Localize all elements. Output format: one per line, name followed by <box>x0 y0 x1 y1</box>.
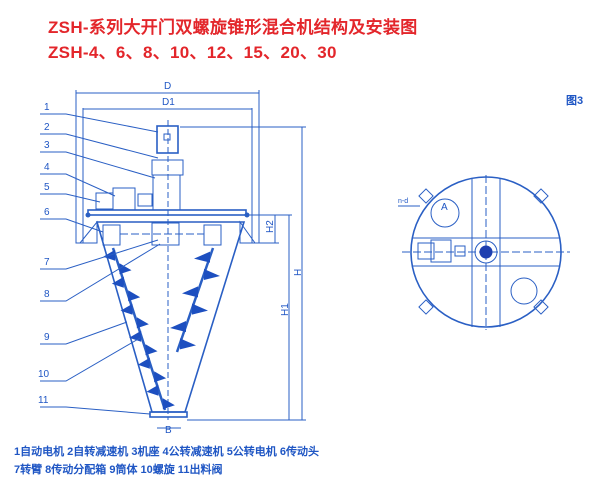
callout-3: 3 <box>44 140 50 151</box>
dim-H: H <box>293 269 304 276</box>
side-view: D D1 B H <box>38 81 306 436</box>
screw-blade <box>204 269 220 280</box>
screw-blade <box>192 303 208 315</box>
revolution-motor <box>95 192 114 210</box>
leader-line <box>40 133 159 159</box>
leader-line <box>40 239 159 270</box>
screw-blade <box>162 398 175 410</box>
revolution-reducer <box>112 187 136 211</box>
screw-blade <box>154 371 167 383</box>
center-shaft <box>479 245 493 259</box>
drive-head <box>102 224 121 246</box>
vessel-body <box>95 221 246 413</box>
callout-9: 9 <box>44 332 50 343</box>
callout-8: 8 <box>44 289 50 300</box>
callout-4: 4 <box>44 162 50 173</box>
dim-H2: H2 <box>265 220 276 233</box>
screw-blade <box>119 263 132 275</box>
parts-legend-line-1: 1自动电机 2自转减速机 3机座 4公转减速机 5公转电机 6传动头 <box>14 446 319 458</box>
callout-11: 11 <box>38 395 49 406</box>
leader-line <box>40 218 104 233</box>
dim-D: D <box>164 81 171 92</box>
leader-line <box>40 337 141 382</box>
callouts: 1 2 3 4 5 6 7 8 9 10 11 <box>38 102 161 415</box>
dim-H1: H1 <box>280 303 291 316</box>
leader-line <box>40 321 128 345</box>
dim-n-d: n-d <box>398 198 408 205</box>
screw-shaft <box>111 247 167 411</box>
leader-line <box>40 193 101 203</box>
top-flange <box>87 209 247 216</box>
screw-blade <box>120 303 133 315</box>
screw-blade <box>128 290 141 302</box>
dim-B: B <box>165 425 172 436</box>
callout-7: 7 <box>44 257 50 268</box>
machine-base <box>152 174 181 211</box>
callout-2: 2 <box>44 122 50 133</box>
model-list: ZSH-4、6、8、10、12、15、20、30 <box>48 43 337 62</box>
screw-blade <box>180 338 196 350</box>
screws <box>103 247 220 411</box>
callout-5: 5 <box>44 182 50 193</box>
screw-shaft <box>175 247 215 353</box>
screw-blade <box>182 286 198 298</box>
leader-line <box>40 173 116 197</box>
leader-line <box>40 113 159 133</box>
callout-6: 6 <box>44 207 50 218</box>
screw-blade <box>146 384 159 396</box>
callout-10: 10 <box>38 369 50 380</box>
parts-legend-line-2: 7转臂 8传动分配箱 9筒体 10螺旋 11出料阀 <box>14 464 223 476</box>
leader-line <box>40 151 156 179</box>
discharge-valve <box>149 411 188 418</box>
dim-A: A <box>441 202 448 213</box>
dim-D1: D1 <box>162 97 175 108</box>
screw-blade <box>194 251 210 263</box>
manhole <box>430 198 460 228</box>
leader-line <box>40 406 151 415</box>
callout-1: 1 <box>44 102 50 113</box>
screw-blade <box>170 321 186 332</box>
screw-blade <box>145 344 158 356</box>
figure-label: 图3 <box>566 95 584 107</box>
drawing-title: ZSH-系列大开门双螺旋锥形混合机结构及安装图 <box>48 18 418 37</box>
screw-blade <box>137 357 150 369</box>
feed-port <box>510 277 538 305</box>
top-view: A n-d <box>398 175 570 330</box>
screw-blade <box>136 317 149 329</box>
screw-blade <box>111 276 124 288</box>
leader-line <box>40 243 161 302</box>
